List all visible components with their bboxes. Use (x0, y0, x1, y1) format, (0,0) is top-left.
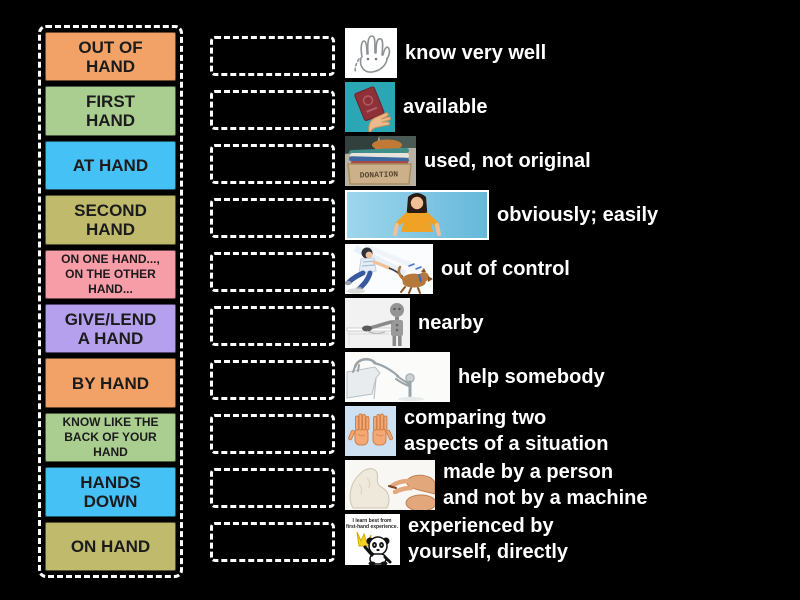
definition-text: used, not original (424, 150, 591, 172)
definition-row: I learn best from first-hand experience. (345, 514, 658, 565)
definitions-column: know very well available (345, 28, 658, 568)
definition-text: nearby (418, 312, 484, 334)
definition-text: available (403, 96, 488, 118)
definition-row: obviously; easily (345, 190, 658, 240)
figure-reaching-on-table-image (345, 298, 410, 348)
term-tile-hands-down[interactable]: HANDS DOWN (45, 467, 176, 517)
answer-slot-5[interactable] (210, 252, 335, 292)
definition-text: help somebody (458, 366, 605, 388)
definition-text: comparing two aspects of a situation (404, 407, 609, 455)
answer-slot-10[interactable] (210, 522, 335, 562)
hand-sketch-image (345, 28, 397, 78)
definition-text: obviously; easily (497, 204, 659, 226)
answer-slot-9[interactable] (210, 468, 335, 508)
term-tile-out-of-hand[interactable]: OUT OF HAND (45, 32, 176, 82)
answer-slot-4[interactable] (210, 198, 335, 238)
helping-up-sketch-image (345, 352, 450, 402)
definition-row: nearby (345, 298, 658, 348)
term-tile-on-hand[interactable]: ON HAND (45, 521, 176, 572)
hands-sculpting-clay-image (345, 460, 435, 510)
definition-row: made by a person and not by a machine (345, 460, 658, 510)
term-tile-first-hand[interactable]: FIRST HAND (45, 86, 176, 136)
two-open-hands-image (345, 406, 396, 456)
woman-pointing-down-image (345, 190, 489, 240)
answer-slot-2[interactable] (210, 90, 335, 130)
definition-row: comparing two aspects of a situation (345, 406, 658, 456)
terms-panel: OUT OF HAND FIRST HAND AT HAND SECOND HA… (38, 25, 183, 578)
donation-box-image: DONATION (345, 136, 416, 186)
definition-row: DONATION used, not original (345, 136, 658, 186)
answer-slot-8[interactable] (210, 414, 335, 454)
definition-text: made by a person and not by a machine (443, 461, 648, 509)
term-tile-know-like-back-of-hand[interactable]: KNOW LIKE THE BACK OF YOUR HAND (45, 412, 176, 463)
term-tile-at-hand[interactable]: AT HAND (45, 140, 176, 191)
answer-slots-column (210, 36, 335, 562)
answer-slot-6[interactable] (210, 306, 335, 346)
answer-slot-1[interactable] (210, 36, 335, 76)
svg-text:I learn best from: I learn best from (353, 518, 392, 524)
definition-text: know very well (405, 42, 547, 64)
answer-slot-7[interactable] (210, 360, 335, 400)
term-tile-by-hand[interactable]: BY HAND (45, 358, 176, 408)
definition-text: experienced by yourself, directly (408, 515, 569, 563)
dog-pulling-on-leash-image (345, 244, 433, 294)
definition-row: know very well (345, 28, 658, 78)
definition-row: available (345, 82, 658, 132)
term-tile-second-hand[interactable]: SECOND HAND (45, 195, 176, 245)
answer-slot-3[interactable] (210, 144, 335, 184)
term-tile-give-lend-a-hand[interactable]: GIVE/LEND A HAND (45, 304, 176, 354)
passport-in-hand-image (345, 82, 395, 132)
definition-row: out of control (345, 244, 658, 294)
panda-first-hand-image: I learn best from first-hand experience. (345, 514, 400, 565)
svg-text:DONATION: DONATION (360, 170, 399, 180)
svg-text:first-hand experience.: first-hand experience. (346, 524, 399, 530)
definition-row: help somebody (345, 352, 658, 402)
definition-text: out of control (441, 258, 570, 280)
term-tile-on-one-hand[interactable]: ON ONE HAND..., ON THE OTHER HAND... (45, 249, 176, 300)
